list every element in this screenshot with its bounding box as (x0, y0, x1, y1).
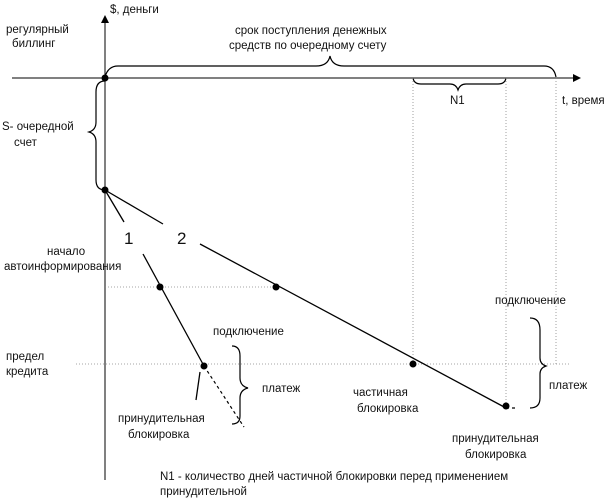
x-axis-label: t, время (562, 95, 605, 107)
autoinform-start-label: начало автоинформирования (4, 246, 121, 273)
invoice-label: S- очередной счет (2, 121, 77, 149)
forced-block-pointer-1 (195, 371, 201, 401)
line-2-number: 2 (177, 229, 186, 248)
receipt-period-label: срок поступления денежных средств по оче… (229, 25, 390, 52)
partial-block-point-2 (409, 360, 417, 368)
debt-line-1 (142, 253, 205, 367)
connection-label-2: подключение (495, 295, 566, 307)
footnote: N1 - количество дней частичной блокировк… (160, 471, 511, 498)
debt-line-1-start (104, 189, 125, 223)
autoinform-point-1 (156, 283, 164, 291)
regular-billing-label: регулярный биллинг (6, 24, 72, 50)
payment-label-1: платеж (262, 383, 300, 395)
forced-block-point-1 (200, 362, 208, 370)
forced-block-label-1: принудительная блокировка (118, 413, 208, 441)
forced-block-label-2: принудительная блокировка (452, 433, 542, 461)
debt-line-1-continuation (203, 365, 245, 428)
payment-brace-2 (529, 317, 548, 409)
line-1-number: 1 (124, 229, 133, 248)
autoinform-point-2 (272, 283, 280, 291)
debt-line-2 (199, 243, 507, 409)
debt-line-2-start (104, 189, 164, 225)
invoice-brace (86, 80, 106, 191)
forced-block-point-2 (502, 402, 510, 410)
payment-brace-1 (231, 345, 249, 425)
connection-label-1: подключение (213, 326, 284, 338)
y-axis-label: $, деньги (110, 4, 159, 16)
payment-label-2: платеж (549, 380, 587, 392)
billing-origin-point (101, 74, 109, 82)
credit-limit-label: предел кредита (6, 351, 49, 378)
n1-label: N1 (450, 95, 465, 107)
receipt-period-brace (104, 55, 557, 78)
n1-brace (412, 77, 507, 92)
partial-block-label: частичная блокировка (353, 387, 419, 415)
